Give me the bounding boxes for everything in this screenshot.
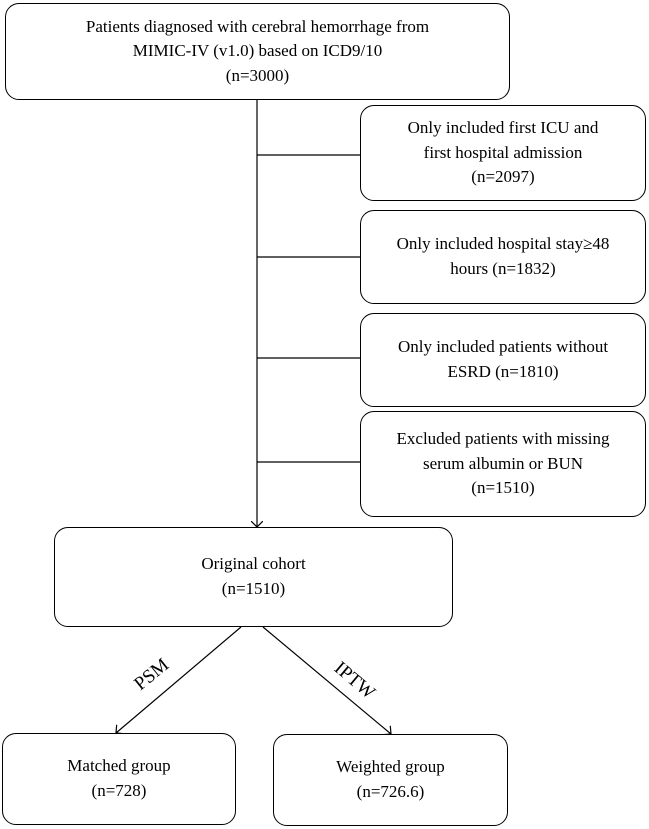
criterion-box-3: Only included patients without ESRD (n=1… <box>360 313 646 407</box>
matched-group-title: Matched group <box>67 756 171 776</box>
iptw-arrow <box>262 626 391 734</box>
criterion-4-line-3: (n=1510) <box>471 478 535 498</box>
source-box-line-2: MIMIC-IV (v1.0) based on ICD9/10 <box>132 41 383 61</box>
criterion-4-line-2: serum albumin or BUN <box>422 453 584 473</box>
source-box-line-1: Patients diagnosed with cerebral hemorrh… <box>85 16 430 36</box>
criterion-3-line-2: ESRD (n=1810) <box>447 362 559 381</box>
criterion-2-line-2: hours (n=1832) <box>450 259 556 278</box>
source-box: Patients diagnosed with cerebral hemorrh… <box>5 3 510 100</box>
source-box-line-3: (n=3000) <box>225 65 290 85</box>
criterion-4-line-1: Excluded patients with missing <box>396 429 610 449</box>
criterion-1-line-2: first hospital admission <box>423 142 583 162</box>
criterion-3-line-1: Only included patients without <box>397 337 609 357</box>
weighted-group-title: Weighted group <box>336 757 445 777</box>
criterion-box-4: Excluded patients with missing serum alb… <box>360 411 646 517</box>
weighted-group-box: Weighted group (n=726.6) <box>273 734 508 826</box>
criterion-1-line-1: Only included first ICU and <box>407 118 599 138</box>
psm-arrow <box>116 626 242 733</box>
original-cohort-title: Original cohort <box>201 554 306 574</box>
criterion-1-line-3: (n=2097) <box>471 167 535 187</box>
weighted-group-count: (n=726.6) <box>356 782 425 801</box>
original-cohort-box: Original cohort (n=1510) <box>54 527 453 627</box>
matched-group-count: (n=728) <box>91 781 147 800</box>
criterion-2-line-1: Only included hospital stay≥48 <box>396 234 610 254</box>
criterion-box-2: Only included hospital stay≥48 hours (n=… <box>360 210 646 304</box>
matched-group-box: Matched group (n=728) <box>2 733 236 825</box>
criterion-box-1: Only included first ICU and first hospit… <box>360 105 646 201</box>
original-cohort-count: (n=1510) <box>221 579 286 598</box>
